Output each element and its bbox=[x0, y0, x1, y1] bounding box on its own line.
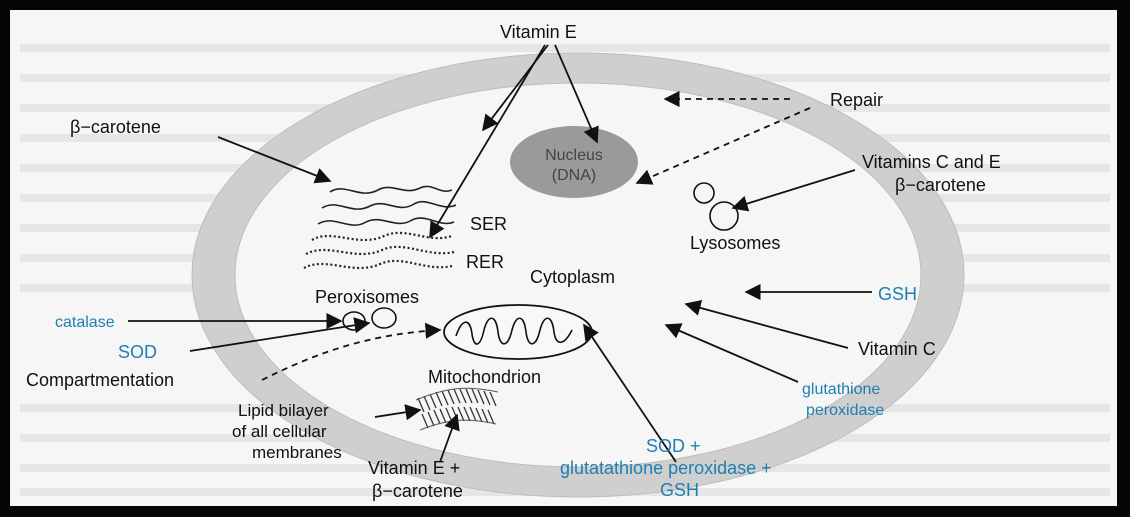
frame-border-left bbox=[0, 0, 10, 517]
label-gsh: GSH bbox=[878, 284, 917, 304]
label-vitamins-c-and-e: Vitamins C and E bbox=[862, 152, 1001, 172]
label-sod: SOD bbox=[118, 342, 157, 362]
label-nucleus-dna: (DNA) bbox=[552, 167, 596, 184]
frame-border-bottom bbox=[0, 506, 1130, 517]
label-mitochondrion: Mitochondrion bbox=[428, 367, 541, 387]
label-peroxisomes: Peroxisomes bbox=[315, 287, 419, 307]
label-glutathione-peroxidase-plus: glutatathione peroxidase + bbox=[560, 458, 772, 478]
label-catalase: catalase bbox=[55, 314, 115, 331]
label-sod-plus: SOD + bbox=[646, 436, 701, 456]
frame-border-right bbox=[1117, 0, 1130, 517]
label-ser: SER bbox=[470, 214, 507, 234]
label-lipid-bilayer-2: of all cellular bbox=[232, 422, 327, 441]
label-gsh-bottom: GSH bbox=[660, 480, 699, 500]
label-beta-carotene-right: β−carotene bbox=[895, 175, 986, 195]
label-vitamin-e-top: Vitamin E bbox=[500, 22, 577, 42]
label-glutathione: glutathione bbox=[802, 381, 880, 398]
label-lysosomes: Lysosomes bbox=[690, 233, 780, 253]
mitochondrion bbox=[444, 305, 592, 359]
label-repair: Repair bbox=[830, 90, 883, 110]
label-lipid-bilayer-3: membranes bbox=[252, 443, 342, 462]
label-compartmentation: Compartmentation bbox=[26, 370, 174, 390]
label-rer: RER bbox=[466, 252, 504, 272]
label-beta-carotene-top: β−carotene bbox=[70, 117, 161, 137]
label-lipid-bilayer-1: Lipid bilayer bbox=[238, 401, 329, 420]
frame-border-top bbox=[0, 0, 1130, 10]
label-beta-carotene-bottom: β−carotene bbox=[372, 481, 463, 501]
label-peroxidase: peroxidase bbox=[806, 402, 884, 419]
label-cytoplasm: Cytoplasm bbox=[530, 267, 615, 287]
label-vitamin-c: Vitamin C bbox=[858, 339, 936, 359]
label-nucleus: Nucleus bbox=[545, 147, 603, 164]
label-vitamin-e-plus: Vitamin E + bbox=[368, 458, 460, 478]
